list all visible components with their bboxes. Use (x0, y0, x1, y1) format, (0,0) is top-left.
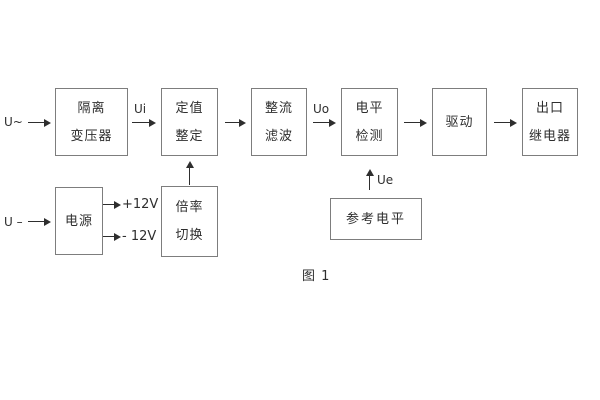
block-label: 检测 (355, 128, 384, 144)
block-label: 整流 (264, 100, 293, 116)
block-label: 电源 (64, 213, 93, 229)
block-label: 倍率 (175, 200, 204, 215)
block-label: 滤波 (264, 128, 293, 144)
block-output-relay: 出口 继电器 (522, 88, 578, 156)
block-label: 整定 (175, 128, 204, 144)
block-label: 出口 (535, 100, 564, 116)
arrow-power-plus12-icon (103, 200, 121, 209)
arrow-isolation-to-setting-icon (132, 118, 156, 127)
figure-caption: 图 1 (302, 269, 331, 284)
label-dc-input: U – (4, 215, 23, 229)
block-level-detection: 电平 检测 (341, 88, 398, 156)
block-label: 参考电平 (345, 211, 406, 227)
arrow-setting-to-rectifier-icon (225, 118, 246, 127)
label-signal-uo: Uo (313, 102, 330, 116)
block-label: 定值 (175, 100, 204, 116)
arrow-ratio-to-setting-icon (185, 161, 194, 185)
arrow-reference-to-level-icon (365, 169, 374, 190)
block-value-setting: 定值 整定 (161, 88, 218, 156)
arrow-drive-to-relay-icon (494, 118, 517, 127)
label-minus-12v: - 12V (122, 229, 157, 244)
block-drive: 驱动 (432, 88, 487, 156)
block-label: 切换 (175, 228, 204, 243)
arrow-rectifier-to-level-icon (313, 118, 336, 127)
block-label: 电平 (355, 100, 384, 116)
block-label: 驱动 (445, 114, 474, 130)
label-signal-ue: Ue (377, 173, 394, 187)
arrow-level-to-drive-icon (404, 118, 427, 127)
arrow-power-minus12-icon (103, 232, 121, 241)
block-power-supply: 电源 (55, 187, 103, 255)
arrow-ac-input-icon (28, 118, 51, 127)
block-label: 隔离 (77, 100, 106, 116)
block-rectifier-filter: 整流 滤波 (251, 88, 307, 156)
block-isolation-transformer: 隔离 变压器 (55, 88, 128, 156)
label-ac-input: U~ (4, 115, 23, 129)
block-reference-level: 参考电平 (330, 198, 422, 240)
block-label: 变压器 (70, 128, 113, 144)
label-signal-ui: Ui (134, 102, 147, 116)
block-ratio-switch: 倍率 切换 (161, 186, 218, 257)
arrow-dc-input-icon (28, 217, 51, 226)
block-label: 继电器 (528, 128, 571, 144)
label-plus-12v: +12V (122, 197, 159, 212)
